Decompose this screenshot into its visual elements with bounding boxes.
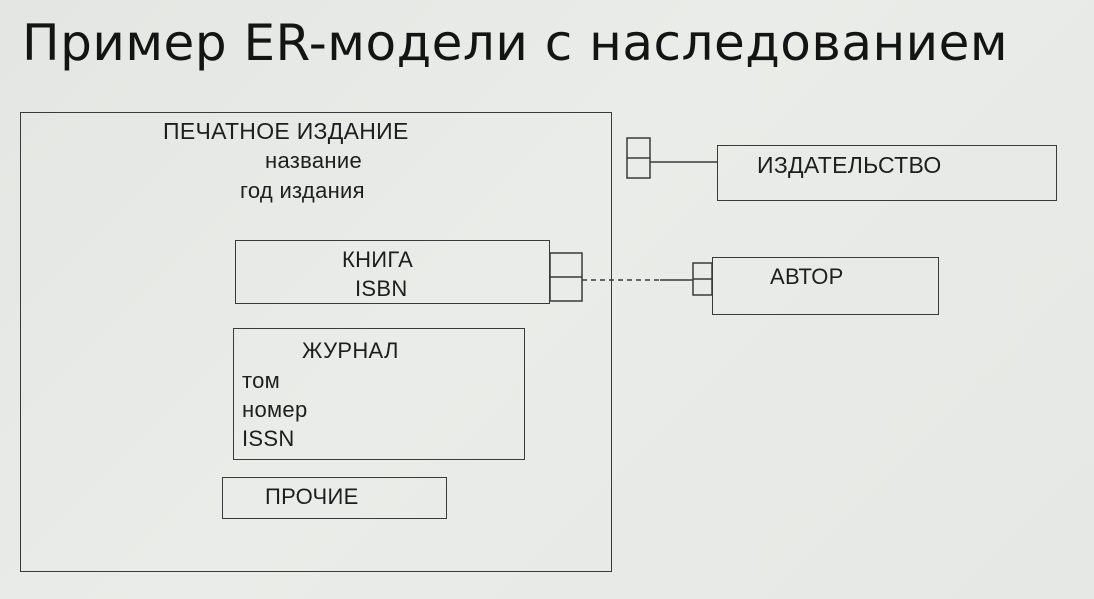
entity-journal-name: ЖУРНАЛ (302, 338, 399, 363)
attribute-isbn: ISBN (355, 276, 408, 301)
relationship-printed-publisher (626, 137, 717, 179)
slide-title: Пример ER-модели с наследованием (22, 14, 1009, 72)
entity-printed-edition-name: ПЕЧАТНОЕ ИЗДАНИЕ (163, 118, 409, 144)
entity-other (222, 477, 447, 519)
entity-book-name: КНИГА (342, 247, 414, 272)
attribute-issn: ISSN (242, 426, 295, 451)
entity-printed-edition (20, 112, 612, 572)
attribute-number: номер (242, 397, 308, 422)
entity-author-name: АВТОР (770, 264, 844, 289)
entity-other-name: ПРОЧИЕ (265, 484, 359, 509)
attribute-publication-year: год издания (240, 178, 365, 203)
attribute-volume: том (242, 368, 281, 393)
entity-journal (233, 328, 525, 460)
relationship-book-author (549, 252, 713, 302)
entity-publisher-name: ИЗДАТЕЛЬСТВО (757, 152, 942, 178)
entity-publisher (717, 145, 1057, 201)
attribute-title: название (265, 148, 362, 173)
